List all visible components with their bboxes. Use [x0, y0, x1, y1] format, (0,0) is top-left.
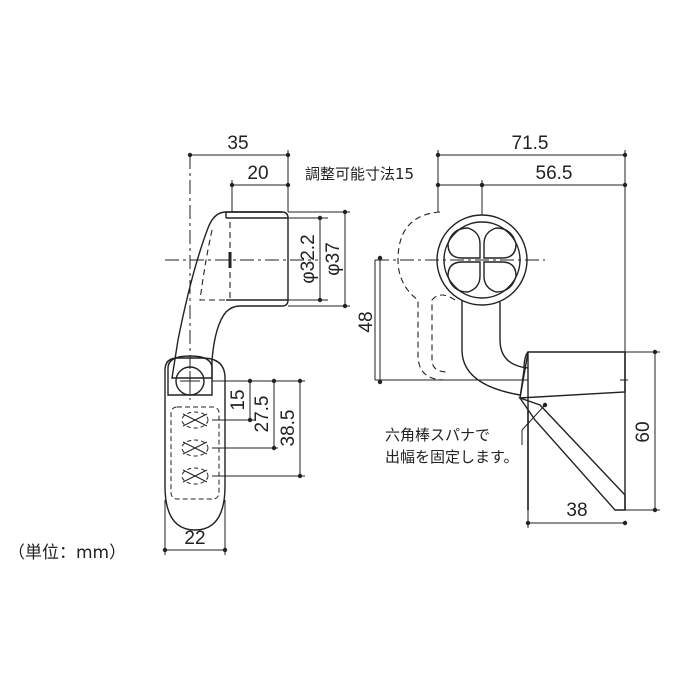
dim-27-5-label: 27.5	[252, 396, 273, 433]
unit-label: （単位：mm）	[8, 543, 126, 563]
alternate-position-outline	[397, 211, 456, 381]
dim-35-label: 35	[227, 133, 248, 154]
adjust-range-label: 調整可能寸法15	[305, 165, 414, 183]
pivot-circle	[175, 366, 205, 396]
dim-56-5-label: 56.5	[536, 163, 573, 184]
dim-phi37-label: φ37	[323, 242, 344, 275]
dim-38-label: 38	[566, 500, 587, 521]
dim-48-label: 48	[356, 311, 377, 332]
screw-holes	[181, 411, 209, 485]
ring-inner	[443, 221, 521, 299]
note-line-2: 出幅を固定します。	[385, 448, 519, 466]
dim-phi32-label: φ32.2	[298, 234, 319, 283]
dim-38-5-label: 38.5	[278, 410, 299, 447]
dim-71-5-label: 71.5	[512, 133, 549, 154]
front-view-dimensions	[374, 150, 660, 528]
dim-22-label: 22	[184, 528, 205, 549]
dim-15-label: 15	[228, 389, 249, 410]
dim-60-label: 60	[633, 421, 654, 442]
pivot-block	[167, 355, 213, 396]
base-plate	[164, 357, 226, 531]
stem-left	[461, 300, 521, 396]
dim-20-label: 20	[247, 163, 268, 184]
base-inner-outline	[170, 406, 220, 500]
ring-clover	[447, 227, 517, 293]
side-view	[164, 155, 318, 531]
note-line-1: 六角棒スパナで	[385, 426, 490, 444]
screw-marks	[182, 413, 208, 483]
base-block-top	[519, 351, 626, 399]
arm-body	[171, 211, 289, 379]
stem-right	[499, 302, 529, 369]
side-view-dimensions	[162, 150, 350, 555]
